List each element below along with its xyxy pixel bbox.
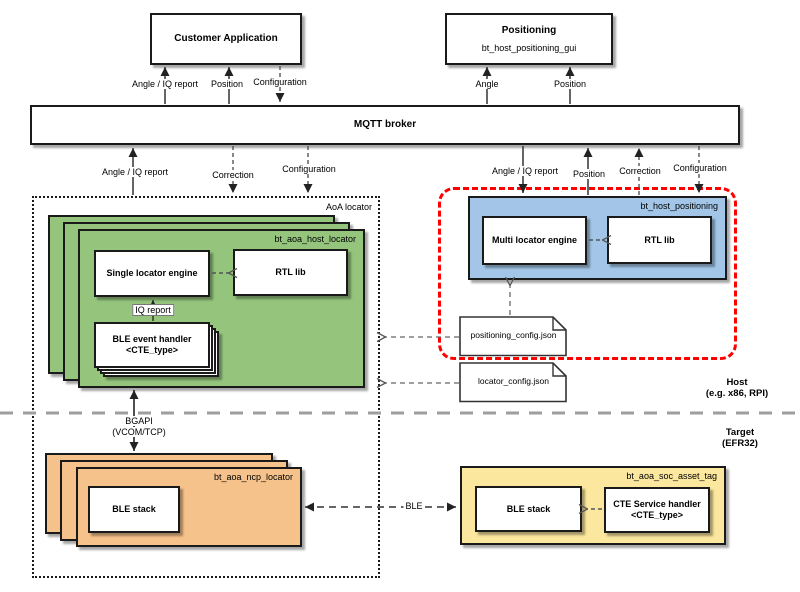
cte-service-handler-cte-type: <CTE_type> (630, 510, 684, 520)
customer-application-box: Customer Application (150, 13, 302, 65)
label-correction-mid-left: Correction (210, 170, 256, 180)
rtl-lib-host-title: RTL lib (275, 267, 306, 277)
target-environment-line2: (EFR32) (722, 438, 758, 449)
positioning-box: Positioning bt_host_positioning_gui (445, 13, 613, 65)
aoa-locator-label: AoA locator (325, 202, 372, 212)
label-position-mid-right: Position (570, 169, 608, 179)
ble-event-handler-title: BLE event handler (112, 334, 192, 344)
host-environment-label: Host (e.g. x86, RPI) (687, 377, 787, 399)
host-positioning-highlight-outline (438, 187, 737, 360)
cte-service-handler-box: CTE Service handler <CTE_type> (604, 487, 710, 533)
host-environment-line2: (e.g. x86, RPI) (705, 388, 769, 399)
ble-event-handler-cte-type: <CTE_type> (125, 345, 179, 355)
host-locator-label: bt_aoa_host_locator (274, 234, 356, 244)
host-environment-line1: Host (726, 377, 748, 388)
label-angle-iq-mid-left: Angle / IQ report (99, 167, 171, 177)
ble-stack-ncp-title: BLE stack (112, 504, 156, 514)
rtl-lib-positioning-box: RTL lib (607, 216, 712, 264)
label-angle-iq-top: Angle / IQ report (129, 79, 201, 89)
file-shape (459, 316, 567, 357)
label-configuration-mid-left: Configuration (280, 164, 338, 174)
ble-stack-ncp-box: BLE stack (88, 486, 180, 533)
single-locator-engine-title: Single locator engine (106, 268, 198, 278)
locator-config-file-icon: locator_config.json (459, 362, 568, 403)
label-configuration-mid-right: Configuration (671, 163, 729, 173)
label-configuration-top-left: Configuration (251, 77, 309, 87)
label-position-top-right: Position (551, 79, 589, 89)
soc-asset-tag-label: bt_aoa_soc_asset_tag (626, 471, 717, 481)
target-environment-label: Target (EFR32) (690, 427, 790, 449)
customer-application-title: Customer Application (174, 33, 278, 44)
label-bgapi-transport: (VCOM/TCP) (110, 427, 168, 437)
label-position-top-left: Position (208, 79, 246, 89)
mqtt-broker-box: MQTT broker (30, 105, 740, 145)
ble-stack-soc-box: BLE stack (475, 486, 582, 532)
cte-service-handler-title: CTE Service handler (613, 499, 701, 509)
file-shape (459, 362, 567, 403)
ble-stack-soc-title: BLE stack (506, 503, 551, 514)
positioning-title: Positioning (501, 24, 557, 36)
multi-locator-engine-title: Multi locator engine (491, 235, 577, 245)
ncp-locator-label: bt_aoa_ncp_locator (213, 472, 293, 482)
ble-event-handler-box: BLE event handler <CTE_type> (94, 322, 210, 368)
label-iq-report: IQ report (132, 304, 174, 316)
multi-locator-engine-box: Multi locator engine (482, 216, 587, 265)
host-positioning-label: bt_host_positioning (640, 201, 718, 211)
label-angle-top-right: Angle (473, 79, 501, 89)
label-correction-mid-right: Correction (617, 166, 663, 176)
target-environment-line1: Target (725, 427, 755, 438)
single-locator-engine-box: Single locator engine (94, 250, 210, 297)
label-bgapi: BGAPI (123, 416, 155, 426)
positioning-subtitle: bt_host_positioning_gui (481, 42, 577, 53)
label-ble: BLE (403, 501, 425, 511)
rtl-lib-host-box: RTL lib (233, 249, 348, 296)
locator-config-filename: locator_config.json (478, 376, 549, 386)
mqtt-broker-title: MQTT broker (353, 119, 417, 130)
positioning-config-file-icon: positioning_config.json (459, 316, 568, 357)
label-angle-iq-mid-right: Angle / IQ report (489, 166, 561, 176)
positioning-config-filename: positioning_config.json (470, 330, 557, 340)
rtl-lib-positioning-title: RTL lib (644, 234, 675, 245)
